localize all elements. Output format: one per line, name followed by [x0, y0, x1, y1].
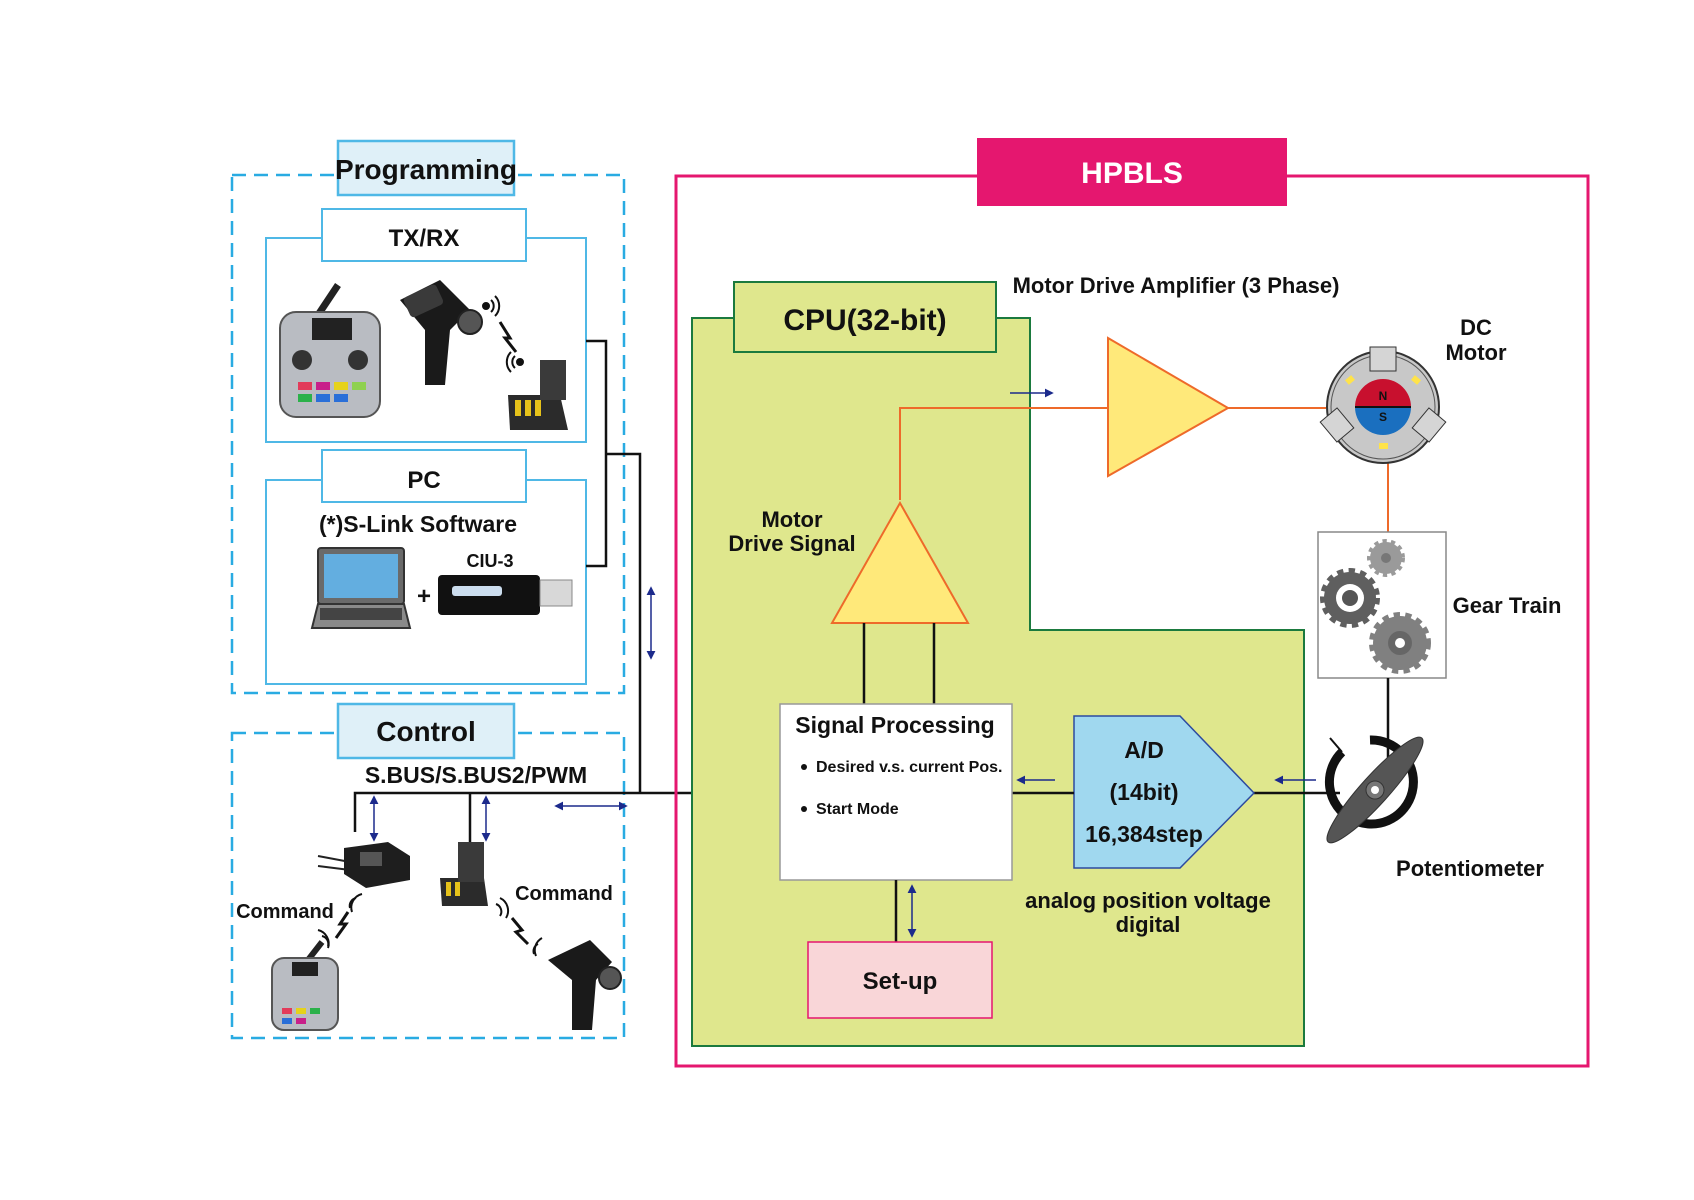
control-header [336, 702, 516, 760]
gear-train-icon [1320, 539, 1431, 674]
control-wireless-left-icon [317, 893, 363, 949]
setup-block [807, 941, 993, 1019]
analog-note-line2: digital [1116, 912, 1181, 937]
bullet-icon [801, 764, 807, 770]
txrx-title: TX/RX [389, 225, 460, 252]
txrx-header [321, 208, 527, 262]
motor-drive-signal-line2: Drive Signal [728, 531, 855, 556]
usb-interface-icon [438, 575, 573, 615]
hpbls-header [977, 138, 1287, 206]
control-receiver1-icon [317, 842, 410, 888]
laptop-icon [310, 547, 412, 629]
potentiometer-icon [1324, 735, 1424, 844]
pc-title: PC [407, 467, 440, 494]
motor-pole-s: S [1379, 410, 1387, 424]
programming-group: Programming TX/RX [230, 139, 656, 793]
pistol-transmitter-icon [400, 280, 483, 385]
cpu-region [691, 317, 1305, 1047]
drive-signal-triangle [830, 500, 970, 624]
programming-dashed-border [230, 173, 626, 695]
control-title: Control [376, 716, 476, 747]
control-group: Control S.BUS/S.BUS2/PWM Command Command [230, 702, 1094, 1040]
motor-pole-n: N [1379, 389, 1388, 403]
signal-processing-title: Signal Processing [795, 712, 994, 738]
control-wireless-right-icon [495, 897, 543, 957]
plus-label: + [417, 583, 431, 610]
wireless-signal-icon [482, 295, 524, 373]
dc-motor-icon [1319, 346, 1447, 464]
pc-header [321, 449, 527, 503]
dc-motor-label-line2: Motor [1445, 340, 1507, 365]
ciu3-label: CIU-3 [466, 551, 513, 571]
ad-line2: (14bit) [1110, 779, 1179, 805]
hpbls-title: HPBLS [1081, 157, 1183, 190]
ad-converter-block [1073, 715, 1256, 869]
bus-label: S.BUS/S.BUS2/PWM [365, 762, 587, 788]
stick-transmitter-icon [279, 283, 381, 418]
cpu-title: CPU(32-bit) [783, 304, 946, 337]
sp-bullet-1: Desired v.s. current Pos. [816, 759, 1002, 776]
potentiometer-label: Potentiometer [1396, 856, 1544, 881]
hpbls-group: HPBLS CPU(32-bit) Motor Drive Amplifier … [674, 138, 1590, 1068]
setup-label: Set-up [863, 968, 938, 995]
slink-software-label: (*)S-Link Software [319, 511, 517, 537]
ad-line1: A/D [1124, 737, 1164, 763]
analog-note-line1: analog position voltage [1025, 888, 1271, 913]
command-right-label: Command [515, 883, 613, 905]
dc-motor-label-line1: DC [1460, 315, 1492, 340]
command-left-label: Command [236, 901, 334, 923]
control-stick-transmitter-icon [271, 940, 339, 1031]
amplifier-triangle [1107, 336, 1231, 478]
control-pistol-transmitter-icon [548, 940, 622, 1030]
gear-train-label: Gear Train [1453, 593, 1562, 618]
receiver-icon [508, 360, 568, 430]
programming-title: Programming [335, 154, 517, 185]
control-dashed-border [230, 731, 626, 1040]
sp-bullet-2: Start Mode [816, 801, 899, 818]
programming-bracket-line [586, 339, 608, 568]
amplifier-label: Motor Drive Amplifier (3 Phase) [1013, 273, 1340, 298]
ad-line3: 16,384step [1085, 821, 1203, 847]
drive-signal-line [899, 407, 1108, 500]
motor-drive-signal-line1: Motor [761, 507, 823, 532]
programming-bus-line [606, 452, 642, 793]
cpu-header [733, 281, 997, 353]
programming-header [336, 139, 516, 197]
control-receiver2-icon [440, 842, 488, 906]
bullet-icon [801, 806, 807, 812]
